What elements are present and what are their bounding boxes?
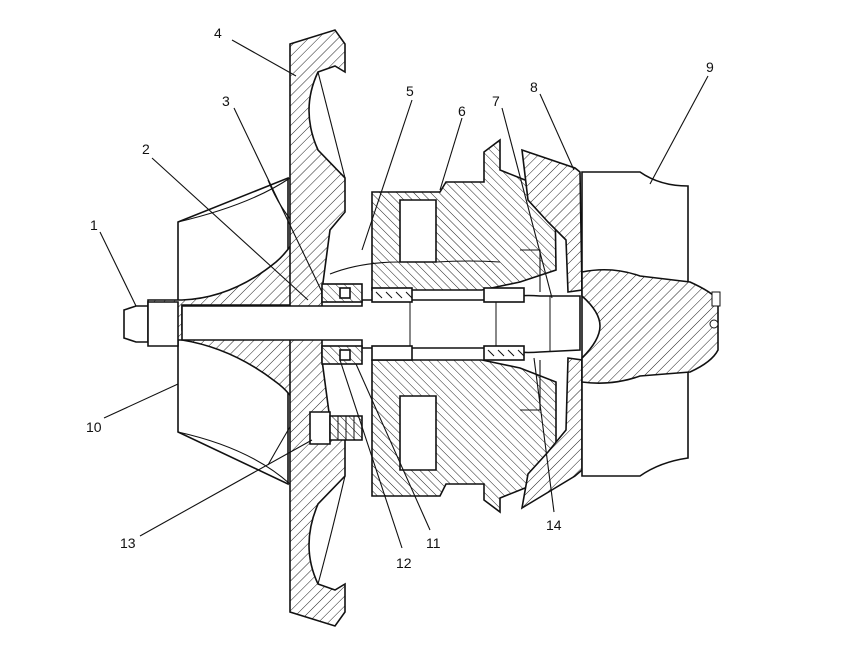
- leader-9: [649, 75, 709, 185]
- callout-2: 2: [142, 141, 150, 157]
- callout-1: 1: [90, 217, 98, 233]
- callout-5: 5: [406, 83, 414, 99]
- turbine-heat-shield: [521, 148, 583, 293]
- turbine-wheel: [581, 268, 719, 384]
- leader-12: [339, 359, 403, 549]
- leader-2: [151, 157, 309, 301]
- leader-14: [533, 357, 555, 513]
- leader-11: [355, 363, 431, 531]
- leader-8: [539, 93, 575, 171]
- leader-3: [233, 107, 323, 293]
- shaft-nut: [123, 305, 149, 343]
- callout-14: 14: [546, 517, 562, 533]
- callout-13: 13: [120, 535, 136, 551]
- leader-5: [361, 99, 413, 251]
- callout-7: 7: [492, 93, 500, 109]
- turbine-heat-shield-lower: [520, 357, 583, 510]
- journal-bearing-compressor: [371, 287, 413, 303]
- callout-12: 12: [396, 555, 412, 571]
- leader-13: [139, 439, 313, 537]
- leader-10: [103, 383, 179, 419]
- leader-4: [231, 39, 297, 77]
- callout-6: 6: [458, 103, 466, 119]
- leader-7: [501, 107, 553, 299]
- callout-10: 10: [86, 419, 102, 435]
- callout-4: 4: [214, 25, 222, 41]
- callout-8: 8: [530, 79, 538, 95]
- callout-9: 9: [706, 59, 714, 75]
- callout-11: 11: [426, 535, 441, 551]
- clamp-bolt: [309, 411, 331, 445]
- journal-bearing-turbine: [483, 287, 525, 303]
- leader-1: [99, 231, 137, 307]
- leader-6: [439, 117, 463, 191]
- callout-3: 3: [222, 93, 230, 109]
